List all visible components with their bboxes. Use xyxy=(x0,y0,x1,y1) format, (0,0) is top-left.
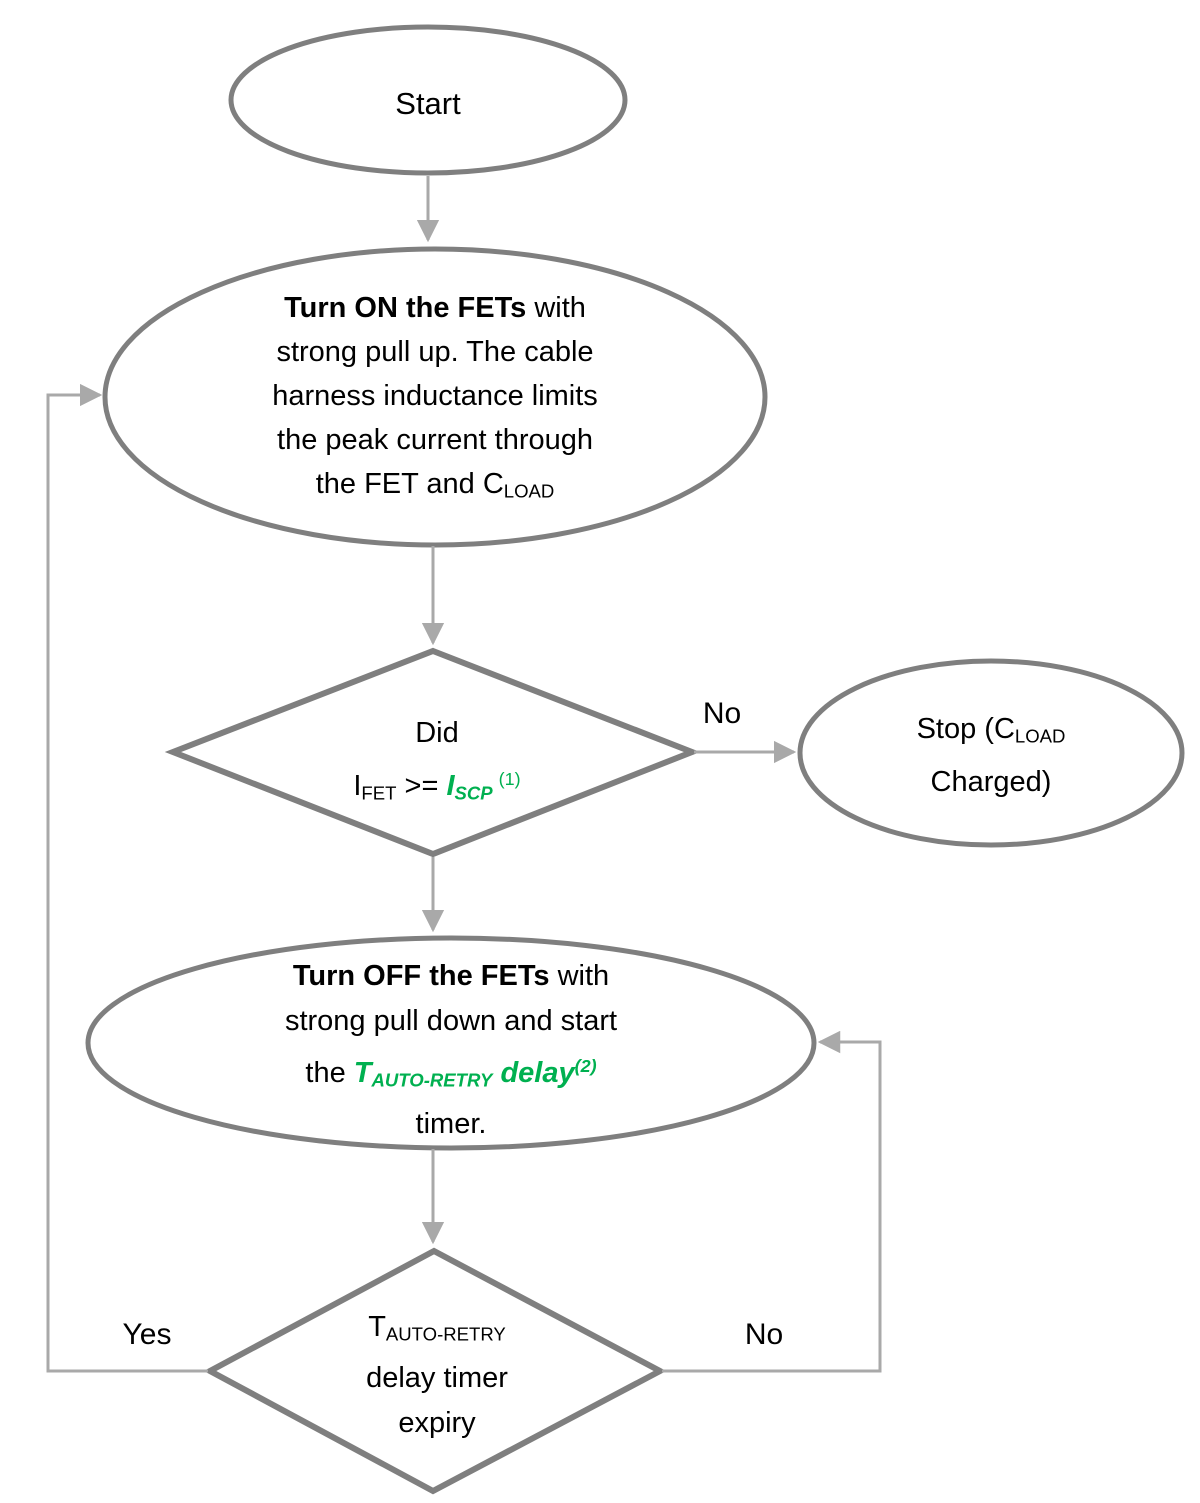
decision1-node-label: Did IFET >= ISCP(1) xyxy=(353,710,520,816)
turn-off-after-bold: with xyxy=(549,960,610,992)
no-top-edge-label: No xyxy=(703,697,741,731)
tautoretry-delay-symbol: TAUTO-RETRY delay(2) xyxy=(353,1056,597,1091)
decision1-formula: IFET >= ISCP(1) xyxy=(353,756,520,816)
iscp-subscript: SCP xyxy=(454,782,493,804)
decision1-line1: Did xyxy=(415,717,459,749)
turn-on-node-label: Turn ON the FETs with strong pull up. Th… xyxy=(272,286,598,513)
ifet-subscript: FET xyxy=(361,782,397,804)
stop-line2: Charged) xyxy=(930,766,1052,799)
stop-ellipse xyxy=(797,658,1185,848)
comparison-operator: >= xyxy=(396,769,447,802)
turn-off-ellipse xyxy=(85,935,817,1151)
turn-on-bold-text: Turn ON the FETs xyxy=(284,292,527,324)
ifet-symbol: I xyxy=(353,769,362,802)
no-top-text: No xyxy=(702,697,742,730)
turn-off-line4: timer. xyxy=(415,1108,487,1141)
decision2-node-label: TAUTO-RETRY delay timer expiry xyxy=(366,1305,508,1446)
turn-off-line2: strong pull down and start xyxy=(284,1005,618,1037)
footnote-2-superscript: (2) xyxy=(574,1056,597,1076)
footnote-1-superscript: (1) xyxy=(498,769,521,789)
decision2-autoretry-subscript: AUTO-RETRY xyxy=(385,1323,506,1345)
edge-decision2-no-to-turn-off xyxy=(662,1030,882,1373)
start-text: Start xyxy=(395,86,461,121)
decision2-line2: delay timer xyxy=(366,1362,508,1395)
decision1-diamond xyxy=(164,647,701,858)
stop-line1-pre: Stop (C xyxy=(916,713,1015,745)
turn-on-line5: the FET and CLOAD xyxy=(272,462,598,513)
stop-cload-subscript: LOAD xyxy=(1014,725,1066,747)
cload-subscript: LOAD xyxy=(503,480,555,502)
no-bottom-text: No xyxy=(744,1318,784,1351)
start-node-label: Start xyxy=(395,82,460,126)
start-ellipse xyxy=(228,24,628,176)
decision2-line3: expiry xyxy=(398,1407,476,1440)
turn-off-bold-text: Turn OFF the FETs xyxy=(292,960,550,992)
turn-on-line2: strong pull up. The cable xyxy=(276,336,594,368)
decision2-line1: TAUTO-RETRY xyxy=(366,1305,508,1356)
turn-off-line1: Turn OFF the FETs with xyxy=(285,954,617,999)
turn-on-after-bold: with xyxy=(526,292,586,324)
tautoretry-subscript: AUTO-RETRY xyxy=(371,1069,493,1091)
turn-off-node-label: Turn OFF the FETs with strong pull down … xyxy=(285,954,617,1147)
edge-decision2-yes-to-turn-on xyxy=(46,383,208,1373)
no-bottom-edge-label: No xyxy=(745,1318,783,1352)
decision2-diamond xyxy=(203,1247,667,1495)
decision2-t-symbol: T xyxy=(368,1311,386,1343)
yes-text: Yes xyxy=(122,1318,172,1351)
turn-off-line3-pre: the xyxy=(305,1056,354,1089)
stop-line1: Stop (CLOAD xyxy=(917,706,1066,759)
turn-on-line4: the peak current through xyxy=(277,424,593,456)
stop-node-label: Stop (CLOAD Charged) xyxy=(917,706,1066,806)
turn-on-line3: harness inductance limits xyxy=(272,380,598,412)
iscp-symbol: ISCP xyxy=(446,769,493,804)
yes-edge-label: Yes xyxy=(123,1318,172,1352)
turn-off-line3: the TAUTO-RETRY delay(2) xyxy=(285,1044,617,1102)
turn-on-line5-pre: the FET and C xyxy=(315,468,504,500)
turn-on-ellipse xyxy=(102,246,768,548)
turn-on-line1: Turn ON the FETs with xyxy=(272,286,598,330)
